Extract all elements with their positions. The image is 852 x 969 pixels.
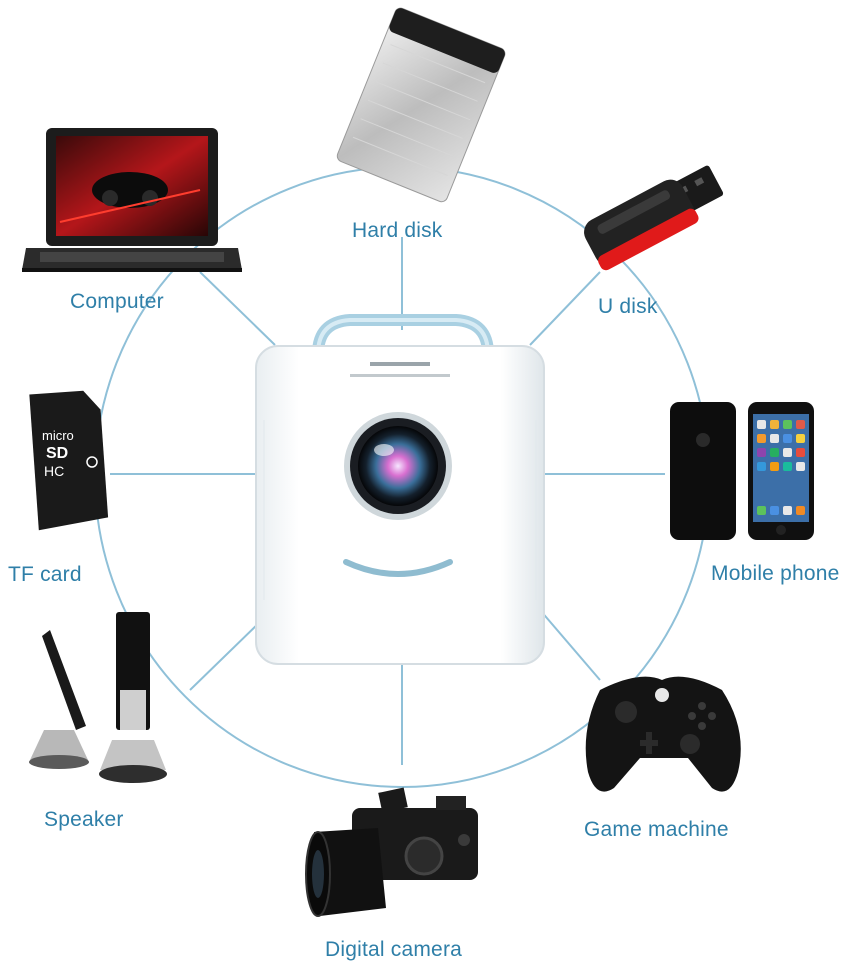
label-speaker: Speaker <box>44 808 124 831</box>
projector-icon <box>255 314 545 665</box>
usb-drive-icon <box>584 165 724 271</box>
gamepad-icon <box>585 676 741 792</box>
label-mobile-phone: Mobile phone <box>711 562 840 585</box>
svg-text:SD: SD <box>46 445 68 462</box>
label-digital-camera: Digital camera <box>325 938 463 961</box>
label-u-disk: U disk <box>598 295 658 318</box>
hard-disk-icon <box>336 7 506 203</box>
label-computer: Computer <box>70 290 164 313</box>
svg-text:micro: micro <box>42 428 74 443</box>
svg-text:HC: HC <box>44 463 64 479</box>
smartphone-icon <box>670 402 814 540</box>
camera-icon <box>305 787 478 917</box>
microsd-card-icon: micro SD HC <box>29 390 109 531</box>
laptop-icon <box>22 128 242 272</box>
label-tf-card: TF card <box>8 563 82 586</box>
label-game-machine: Game machine <box>584 818 729 841</box>
speaker-icon <box>29 612 167 783</box>
label-hard-disk: Hard disk <box>352 219 443 242</box>
